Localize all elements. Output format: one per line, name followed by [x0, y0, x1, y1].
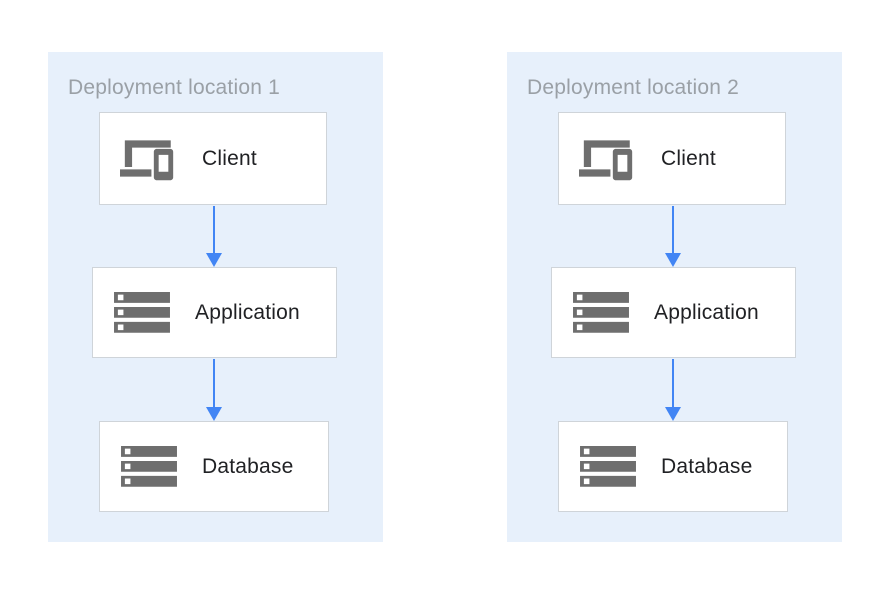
arrow-client-to-application: [205, 206, 223, 267]
panel-title: Deployment location 2: [527, 76, 739, 99]
arrow-head-icon: [665, 407, 681, 421]
application-node: Application: [92, 267, 337, 358]
panel-title: Deployment location 1: [68, 76, 280, 99]
arrow-line: [671, 206, 675, 253]
node-label: Database: [661, 454, 753, 478]
server-stack-icon: [579, 446, 637, 487]
server-stack-icon: [113, 292, 171, 333]
arrow-application-to-database: [664, 359, 682, 421]
database-node: Database: [558, 421, 788, 512]
devices-icon: [120, 133, 178, 184]
arrow-line: [212, 206, 216, 253]
arrow-client-to-application: [664, 206, 682, 267]
application-node: Application: [551, 267, 796, 358]
node-label: Application: [654, 300, 759, 324]
client-node: Client: [99, 112, 327, 205]
arrow-line: [671, 359, 675, 407]
deployment-location-1-panel: Deployment location 1 Client Application: [48, 52, 383, 542]
node-label: Application: [195, 300, 300, 324]
server-stack-icon: [120, 446, 178, 487]
node-label: Client: [202, 146, 257, 170]
database-node: Database: [99, 421, 329, 512]
arrow-application-to-database: [205, 359, 223, 421]
node-label: Database: [202, 454, 294, 478]
deployment-location-2-panel: Deployment location 2 Client Application: [507, 52, 842, 542]
arrow-head-icon: [665, 253, 681, 267]
node-label: Client: [661, 146, 716, 170]
arrow-head-icon: [206, 253, 222, 267]
client-node: Client: [558, 112, 786, 205]
arrow-head-icon: [206, 407, 222, 421]
devices-icon: [579, 133, 637, 184]
arrow-line: [212, 359, 216, 407]
server-stack-icon: [572, 292, 630, 333]
